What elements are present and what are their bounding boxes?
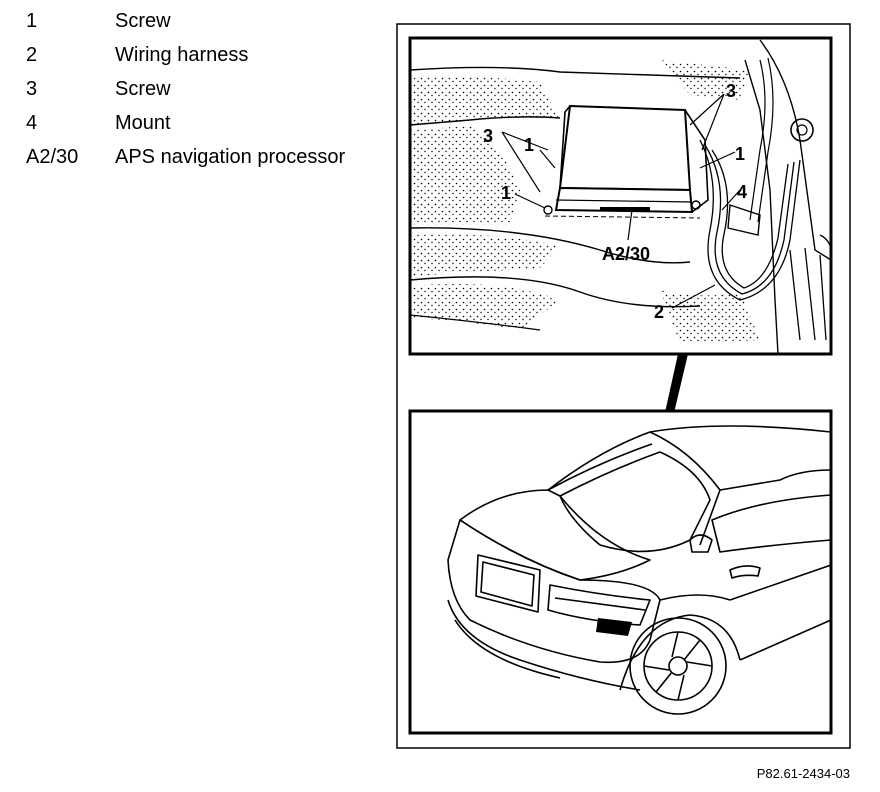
- callout-4: 4: [737, 182, 747, 202]
- vehicle-overview: [408, 409, 833, 735]
- callout-a2-30: A2/30: [602, 244, 650, 264]
- callout-1-left: 1: [501, 183, 511, 203]
- legend-description: Screw: [115, 78, 171, 100]
- callout-1-right: 1: [735, 144, 745, 164]
- legend-key: 4: [26, 112, 38, 134]
- callout-3-left: 3: [483, 126, 493, 146]
- aps-navigation-processor: [543, 104, 709, 219]
- callout-1-top: 1: [524, 135, 534, 155]
- figure-frame: [396, 23, 851, 749]
- legend-key: 2: [26, 44, 38, 66]
- callout-3-right: 3: [726, 81, 736, 101]
- callout-2: 2: [654, 302, 664, 322]
- figure-reference-code: P82.61-2434-03: [756, 766, 850, 781]
- legend-key: 1: [26, 10, 38, 32]
- legend-key: A2/30: [26, 146, 79, 168]
- legend-description: APS navigation processor: [115, 146, 346, 168]
- legend-description: Mount: [115, 112, 171, 134]
- mounting-location-marker: [596, 618, 632, 636]
- detail-view: 3 1 1 3 1 4 A2/30 2: [408, 36, 833, 356]
- legend-description: Wiring harness: [115, 44, 249, 66]
- legend-key: 3: [26, 78, 38, 100]
- legend-description: Screw: [115, 10, 171, 32]
